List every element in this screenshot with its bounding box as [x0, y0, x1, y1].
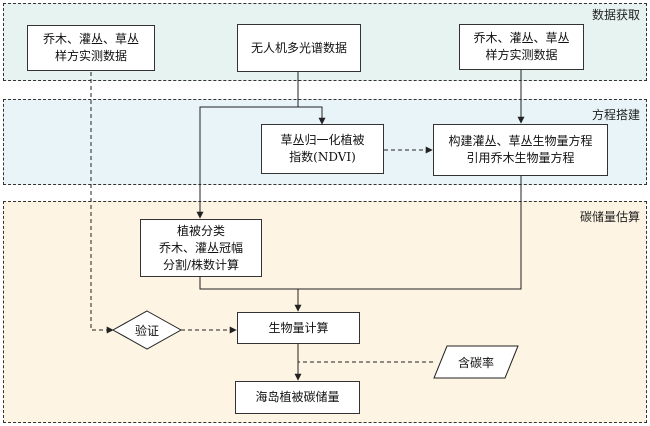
node-classification-line3: 分割/株数计算	[162, 257, 240, 272]
node-biomass-calculation-label: 生物量计算	[268, 320, 329, 335]
connector-field-to-validation	[90, 72, 114, 334]
node-biomass-equations-line2: 引用乔木生物量方程	[466, 151, 575, 165]
node-validation-label: 验证	[135, 324, 160, 338]
section-label-equation: 方程搭建	[591, 108, 640, 122]
node-biomass-equations-line1: 构建灌丛、草丛生物量方程	[448, 134, 593, 148]
node-field-data-left: 乔木、灌丛、草丛 样方实测数据	[27, 25, 155, 71]
connector-uav-to-ndvi	[298, 106, 326, 125]
node-vegetation-classification: 植被分类 乔木、灌丛冠幅 分割/株数计算	[140, 219, 262, 277]
node-ndvi-line2: 指数(NDVI)	[289, 150, 356, 164]
connector-classification-to-biomass	[199, 277, 298, 290]
node-ndvi-line1: 草丛归一化植被	[280, 133, 365, 147]
node-biomass-equations: 构建灌丛、草丛生物量方程 引用乔木生物量方程	[433, 124, 608, 176]
node-uav-multispectral-label: 无人机多光谱数据	[250, 40, 347, 55]
section-label-acquisition: 数据获取	[591, 8, 640, 22]
section-label-estimation: 碳储量估算	[579, 210, 640, 224]
carbon-content-parallelogram	[433, 345, 519, 379]
node-carbon-content-label: 含碳率	[458, 356, 495, 370]
node-ndvi: 草丛归一化植被 指数(NDVI)	[261, 124, 384, 174]
node-classification-line1: 植被分类	[176, 223, 225, 238]
node-biomass-calculation: 生物量计算	[237, 312, 360, 344]
node-classification-line2: 乔木、灌丛冠幅	[158, 240, 243, 255]
connector-uav-to-classification	[196, 106, 298, 219]
node-island-carbon-storage: 海岛植被碳储量	[235, 381, 360, 414]
node-island-carbon-storage-label: 海岛植被碳储量	[255, 390, 340, 404]
validation-diamond	[111, 310, 183, 350]
node-field-data-left-line2: 样方实测数据	[54, 49, 127, 63]
node-uav-multispectral: 无人机多光谱数据	[237, 24, 361, 72]
connector-equations-to-biomass	[298, 176, 522, 290]
node-field-data-right: 乔木、灌丛、草丛 样方实测数据	[459, 24, 584, 70]
node-field-data-left-line1: 乔木、灌丛、草丛	[42, 32, 139, 46]
node-field-data-right-line1: 乔木、灌丛、草丛	[473, 31, 570, 45]
node-field-data-right-line2: 样方实测数据	[485, 48, 558, 62]
